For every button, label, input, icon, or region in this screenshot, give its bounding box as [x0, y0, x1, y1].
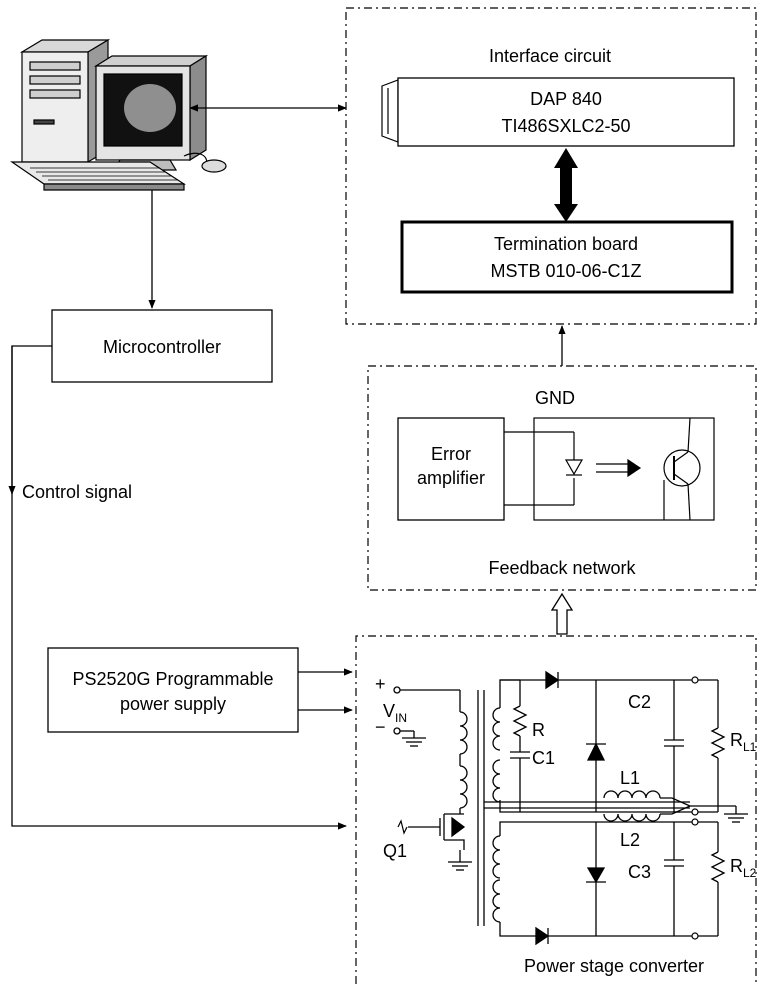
rl1-label: RL1 — [730, 730, 757, 754]
c3-label: C3 — [628, 862, 651, 882]
power-supply-box — [47, 647, 299, 733]
microcontroller-box — [51, 309, 273, 383]
power-supply-label-2: power supply — [120, 694, 226, 714]
l1-label: L1 — [620, 768, 640, 788]
vin-minus-label: − — [375, 717, 386, 737]
bus-arrow — [554, 148, 578, 222]
error-amplifier-label-2: amplifier — [417, 468, 485, 488]
primary-circuit — [393, 686, 472, 871]
microcontroller-label: Microcontroller — [103, 337, 221, 357]
connector-icon — [381, 79, 399, 143]
vin-label: VIN — [383, 701, 407, 725]
power-to-feedback-arrow — [550, 592, 574, 635]
interface-circuit-frame — [345, 7, 757, 325]
dap-cpu-label: TI486SXLC2-50 — [501, 116, 630, 136]
vin-plus-label: + — [375, 674, 386, 694]
feedback-network-frame — [367, 365, 757, 591]
secondary-2 — [492, 821, 726, 946]
l1-inductor — [603, 790, 661, 799]
r-label: R — [532, 720, 545, 740]
control-signal-label: Control signal — [22, 482, 132, 502]
l2-label: L2 — [620, 830, 640, 850]
feedback-network-title: Feedback network — [488, 558, 636, 578]
power-stage-title: Power stage converter — [524, 956, 704, 976]
transformer-core — [477, 690, 690, 926]
l2-inductor — [603, 813, 661, 822]
dap-model-label: DAP 840 — [530, 89, 602, 109]
error-amplifier-box — [397, 417, 505, 521]
computer-icon — [10, 38, 227, 191]
control-signal-line — [11, 345, 347, 830]
termination-board-box — [400, 220, 734, 294]
power-stage-frame — [355, 635, 757, 984]
output-ground — [660, 797, 748, 823]
gnd-label: GND — [535, 388, 575, 408]
q1-label: Q1 — [383, 841, 407, 861]
optocoupler-icon — [504, 417, 715, 521]
termination-label: Termination board — [494, 234, 638, 254]
interface-title: Interface circuit — [489, 46, 611, 66]
rl2-label: RL2 — [730, 856, 757, 880]
termination-model-label: MSTB 010-06-C1Z — [490, 261, 641, 281]
c1-label: C1 — [532, 748, 555, 768]
error-amplifier-label: Error — [431, 444, 471, 464]
c2-label: C2 — [628, 692, 651, 712]
power-supply-label: PS2520G Programmable — [72, 669, 273, 689]
dap-box — [397, 77, 735, 147]
